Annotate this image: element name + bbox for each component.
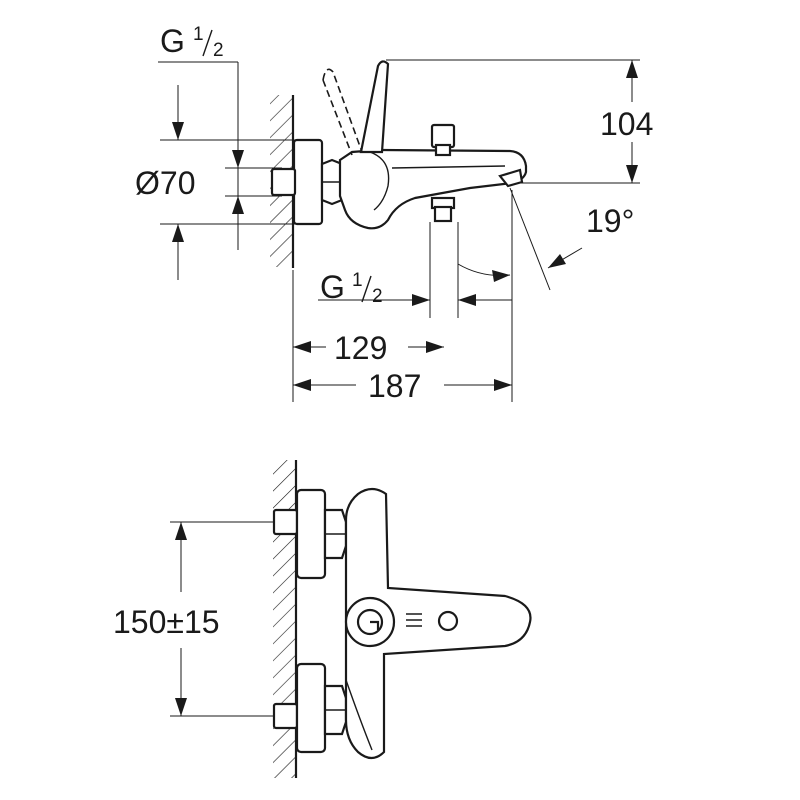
thread-top-numerator: 1 [193, 24, 204, 45]
dim-19-degrees: 19° [586, 203, 634, 239]
thread-top-denominator: 2 [213, 40, 224, 61]
dim-129-group: 129 [293, 330, 444, 366]
dim-height: 104 [600, 60, 653, 183]
dim-diameter: Ø70 [135, 165, 195, 201]
thread-bottom-denominator: 2 [372, 286, 383, 307]
thread-top-letter: G [160, 23, 185, 59]
wall-front [273, 460, 298, 778]
dim-angle: 19° [457, 203, 634, 282]
dim-thread-top: G 1 2 [160, 23, 244, 280]
dim-187-group: 187 [293, 368, 512, 404]
dim-spacing: 150±15 [113, 522, 220, 716]
mixer-body-front [344, 487, 532, 760]
dim-187: 187 [368, 368, 421, 404]
dim-thread-bottom: G 1 2 [318, 269, 512, 307]
dim-129: 129 [334, 330, 387, 366]
dim-150: 150±15 [113, 604, 220, 640]
thread-bottom-numerator: 1 [352, 270, 363, 291]
upper-connection [272, 488, 348, 580]
dim-104: 104 [600, 106, 653, 142]
extension-lines [158, 59, 640, 402]
front-view: 150±15 [113, 460, 532, 778]
side-view: G 1 2 Ø70 104 19° G [135, 23, 653, 404]
thread-bottom-letter: G [320, 269, 345, 305]
mixer-body-side [270, 60, 528, 230]
